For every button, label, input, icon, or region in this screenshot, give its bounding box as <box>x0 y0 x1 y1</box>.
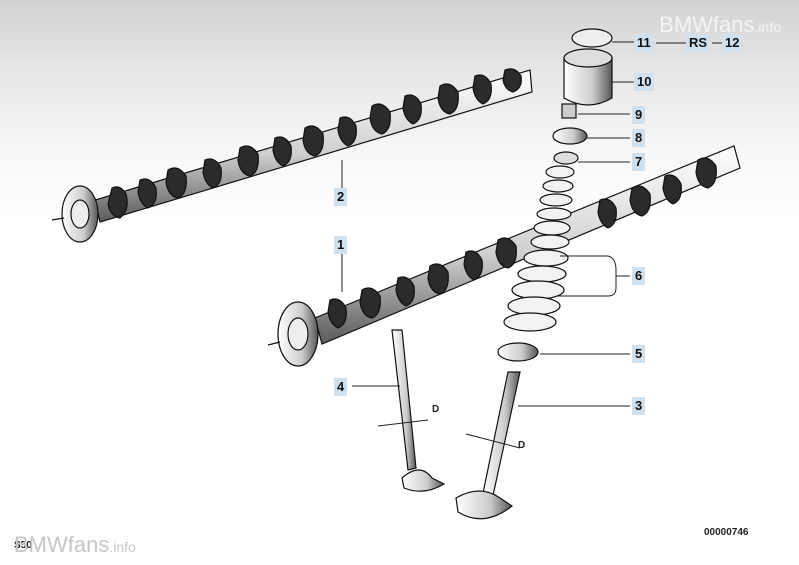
callout-3: 3 <box>632 397 646 415</box>
camshaft-lower <box>267 145 741 367</box>
tappet-shim <box>571 28 613 48</box>
callout-5: 5 <box>632 345 646 363</box>
callout-1: 1 <box>334 236 348 254</box>
spring-retainer-upper <box>552 127 588 145</box>
callout-8: 8 <box>632 129 646 147</box>
dimension-label-exhaust: D <box>518 440 526 451</box>
model-code: S50 <box>14 540 32 551</box>
dimension-label-intake: D <box>432 404 440 415</box>
tappet-assembly <box>563 28 613 106</box>
callout-rs: RS <box>686 34 711 52</box>
watermark-top: BMWfans.info <box>659 12 781 37</box>
callout-2: 2 <box>334 188 348 206</box>
callout-10: 10 <box>634 73 655 91</box>
exhaust-valve <box>455 371 521 520</box>
diagram-code: 00000746 <box>704 527 749 538</box>
callout-11: 11 <box>634 34 654 52</box>
callout-4: 4 <box>334 378 348 396</box>
callout-7: 7 <box>632 153 646 171</box>
intake-valve <box>391 329 446 492</box>
valve-keeper <box>561 103 577 119</box>
valve-spring-assembly <box>497 103 588 362</box>
callout-6: 6 <box>632 267 646 285</box>
camshaft-upper <box>51 68 533 243</box>
valve-stem-seal <box>553 151 579 165</box>
callout-9: 9 <box>632 106 646 124</box>
watermark-bottom: BMWfans.info <box>14 532 136 557</box>
leader-lines <box>341 41 722 449</box>
spring-seat-lower <box>497 342 539 362</box>
callout-12: 12 <box>722 34 743 52</box>
